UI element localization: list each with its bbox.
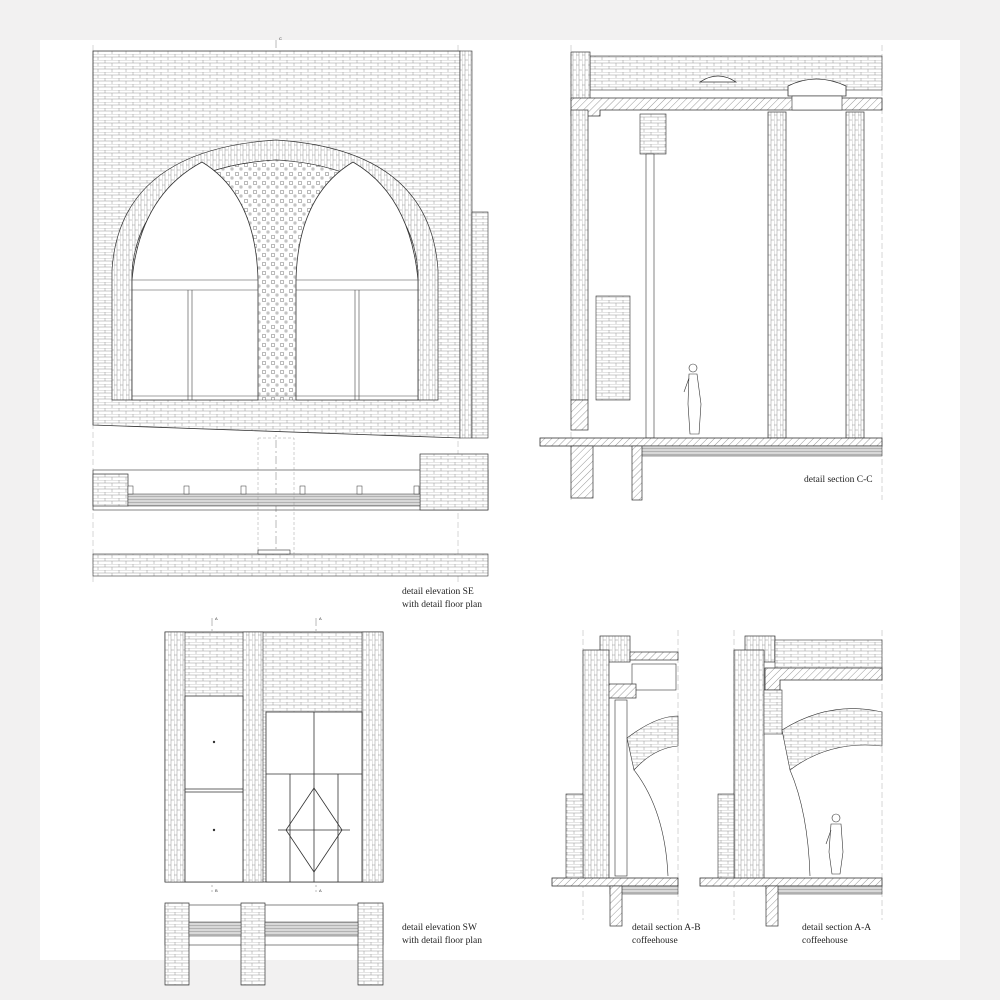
parapet-aa-top (774, 639, 883, 669)
wall-cc-left-base (570, 399, 589, 431)
plan-pier-left (92, 473, 129, 507)
plan-mullions (127, 485, 420, 495)
plan-pier-right (419, 453, 489, 511)
wall-ab-inner (614, 699, 628, 877)
caption-elev-sw-2: with detail floor plan (402, 935, 482, 946)
door-frame-cc (645, 153, 655, 439)
foundation-cc-left (570, 445, 594, 499)
foundation-cc-mid (631, 445, 643, 501)
caption-elev-se-1: detail elevation SE (402, 587, 474, 597)
wall-side-block (471, 211, 489, 439)
caption-sect-ab-1: detail section A-B (632, 923, 701, 933)
skylight-dome-small (698, 75, 738, 83)
caption-sect-aa-2: coffeehouse (802, 935, 848, 946)
wall-aa-side (717, 793, 735, 881)
wall-aa-inner (763, 689, 783, 735)
caption-sect-ab-2: coffeehouse (632, 935, 678, 946)
wall-aa (733, 649, 765, 881)
section-mark-a: A (319, 888, 322, 893)
elevation-se: C detail elevation SE with detail floor (92, 36, 489, 610)
human-figure (825, 813, 844, 875)
wall-ab (582, 649, 610, 881)
section-cc: detail section C-C (539, 45, 883, 501)
pier-sw-3 (361, 631, 384, 883)
plan-sw-pier-1 (164, 902, 190, 986)
column-cc-2 (845, 111, 865, 439)
caption-sect-aa-1: detail section A-A (802, 923, 871, 933)
plan-opening-dashed (257, 437, 295, 559)
plan-floor-slot (257, 549, 291, 555)
window-arch-left (131, 161, 259, 401)
section-mark-b: B (215, 888, 218, 893)
wall-ab-side (565, 793, 584, 881)
window-arch-right (295, 161, 419, 401)
floor-aa-hatch (765, 885, 883, 895)
window-frames (132, 279, 418, 400)
window-sw-left (184, 695, 244, 883)
plan-sw-pier-2 (240, 902, 266, 986)
wall-cc-left (570, 109, 589, 401)
plan-glazing-band (127, 493, 421, 507)
column-cc-1 (767, 111, 787, 439)
plan-floor-strip (92, 553, 489, 577)
floor-hatch-cc (639, 445, 883, 457)
plan-sw-glazing-1 (188, 921, 242, 937)
caption-sect-cc: detail section C-C (804, 475, 873, 485)
foundation-ab (609, 885, 623, 927)
pier-sw-1 (164, 631, 186, 883)
stair-brick (595, 295, 631, 401)
section-aa: detail section A-A coffeehouse (699, 630, 883, 946)
door-sw (265, 711, 363, 883)
pier-sw-2 (242, 631, 264, 883)
roof-frame-ab (629, 651, 679, 661)
section-mark-c: C (279, 36, 282, 41)
wall-cc-inner (639, 113, 667, 155)
skylight-ab (631, 663, 677, 691)
wall-pilaster (459, 50, 473, 439)
chimney (570, 51, 591, 101)
human-figure (683, 363, 702, 435)
caption-elev-sw-1: detail elevation SW (402, 923, 477, 933)
elevation-sw: A A B A detail elevation SW with detail … (164, 616, 482, 986)
floor-slab-cc (539, 437, 883, 447)
plan-sw-glazing-2 (264, 921, 359, 937)
vault-arc-aa (789, 769, 811, 877)
section-mark-a: A (215, 616, 218, 621)
floor-ab (551, 877, 679, 887)
skylight (787, 78, 847, 111)
section-mark-a: A (319, 616, 322, 621)
foundation-aa (765, 885, 779, 927)
vault-arc-ab (633, 769, 669, 877)
roof-slab-aa (764, 667, 883, 691)
caption-elev-se-2: with detail floor plan (402, 599, 482, 610)
plan-sw-pier-3 (357, 902, 384, 986)
vault-brick-ab (626, 715, 679, 771)
vault-brick-aa (781, 708, 883, 771)
section-ab: detail section A-B coffeehouse (551, 630, 701, 946)
floor-aa (699, 877, 883, 887)
